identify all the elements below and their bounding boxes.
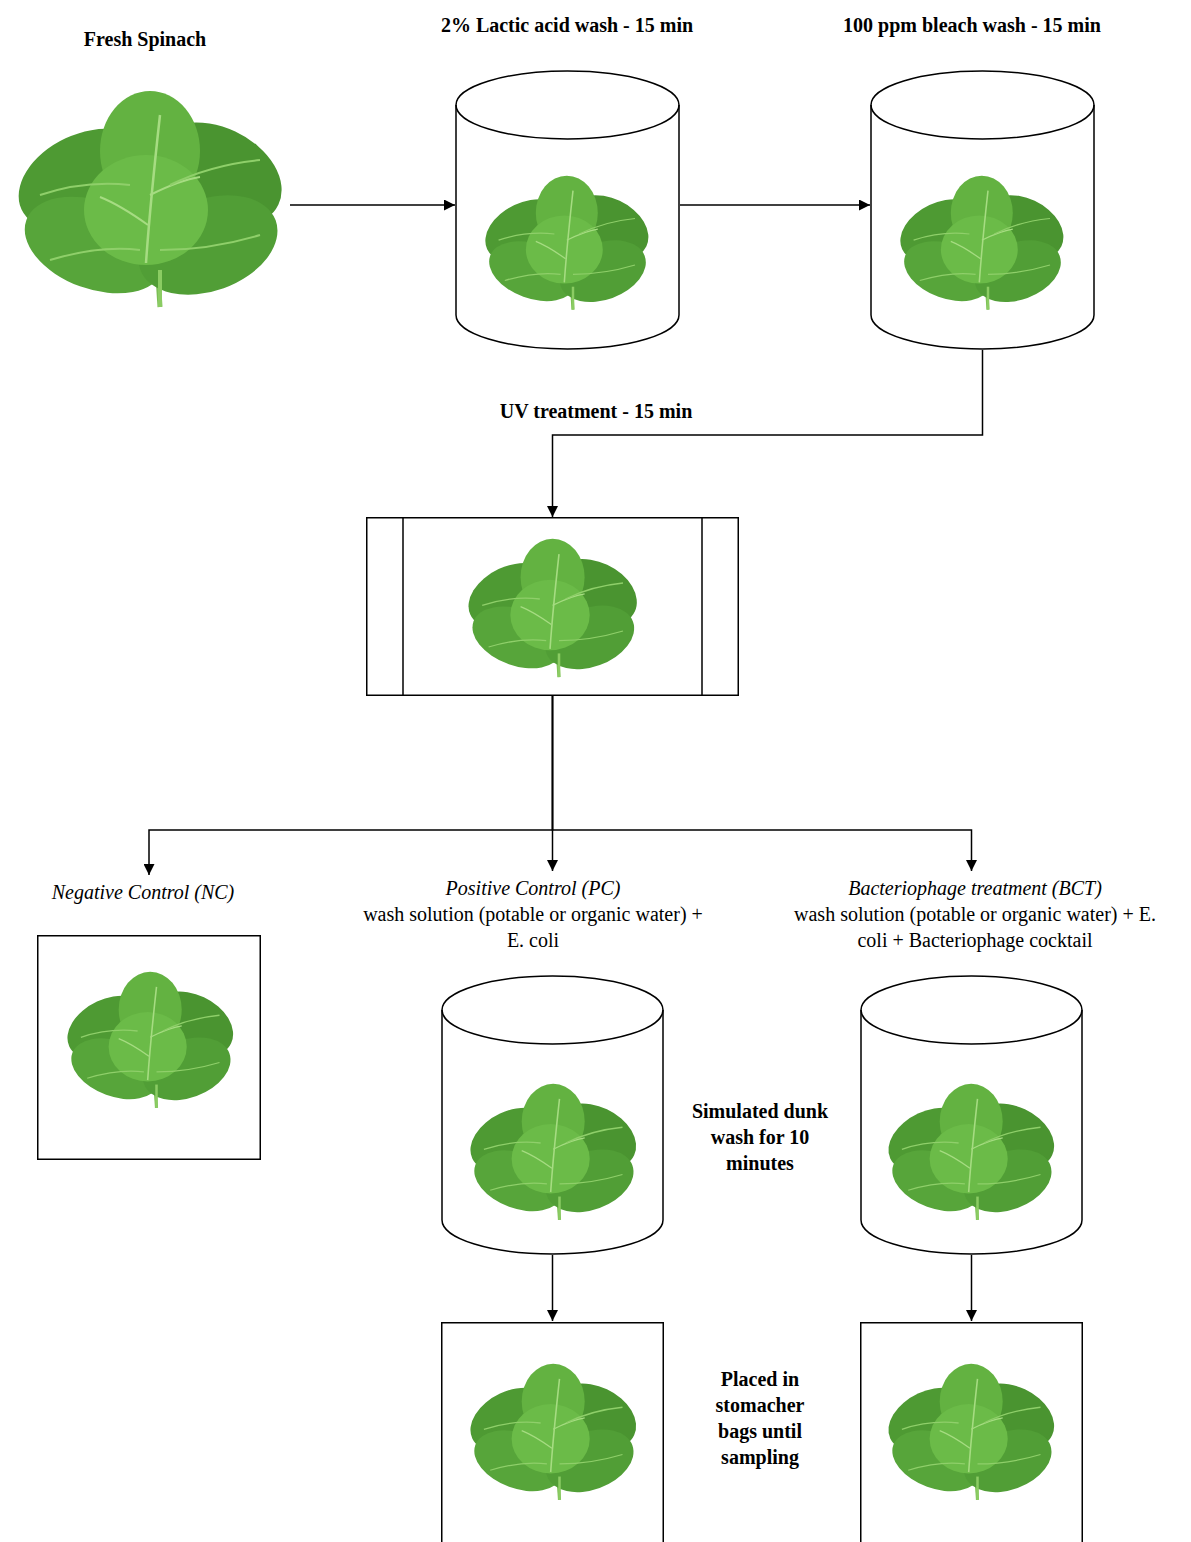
flow-arrow bbox=[971, 1255, 973, 1321]
process-box: Negative Control (NC) bbox=[37, 935, 261, 1160]
spinach-illustration bbox=[460, 1364, 647, 1504]
process-box bbox=[860, 1322, 1083, 1542]
node-title: Bacteriophage treatment (BCT) bbox=[780, 875, 1170, 901]
spinach-illustration bbox=[57, 972, 244, 1112]
spinach-illustration bbox=[878, 1364, 1065, 1504]
step-note: Simulated dunk wash for 10 minutes bbox=[678, 1098, 842, 1176]
node-heading: Negative Control (NC) bbox=[8, 879, 278, 905]
cylinder-outline bbox=[870, 70, 1095, 350]
flow-arrow bbox=[680, 204, 870, 206]
outline-part bbox=[871, 71, 1094, 139]
outline-part bbox=[456, 71, 679, 139]
node-body: wash solution (potable or organic water)… bbox=[361, 901, 706, 953]
outline-part bbox=[38, 936, 261, 1160]
outline-part bbox=[367, 518, 739, 696]
node-title: Negative Control (NC) bbox=[8, 879, 278, 905]
node-heading: Positive Control (PC)wash solution (pota… bbox=[361, 875, 706, 953]
node-heading: 100 ppm bleach wash - 15 min bbox=[807, 12, 1137, 38]
outline-part bbox=[701, 517, 703, 696]
produce-node: Fresh Spinach bbox=[10, 85, 290, 310]
spinach-illustration bbox=[458, 539, 648, 681]
outline-part bbox=[456, 105, 679, 349]
node-title: UV treatment - 15 min bbox=[446, 398, 746, 424]
node-heading: 2% Lactic acid wash - 15 min bbox=[387, 12, 747, 38]
spinach-illustration bbox=[2, 91, 299, 313]
node-heading: Fresh Spinach bbox=[5, 26, 285, 52]
flow-arrow bbox=[553, 696, 972, 871]
wash-tank: Bacteriophage treatment (BCT)wash soluti… bbox=[860, 975, 1083, 1255]
outline-part bbox=[861, 1323, 1083, 1542]
box-outline bbox=[366, 517, 739, 696]
node-title: 2% Lactic acid wash - 15 min bbox=[387, 12, 747, 38]
spinach-illustration bbox=[475, 176, 659, 314]
cylinder-outline bbox=[455, 70, 680, 350]
outline-part bbox=[861, 1010, 1082, 1254]
step-note: Placed in stomacher bags until sampling bbox=[698, 1366, 822, 1470]
outline-part bbox=[871, 105, 1094, 349]
box-outline bbox=[37, 935, 261, 1160]
outline-part bbox=[442, 976, 663, 1044]
outline-part bbox=[861, 976, 1082, 1044]
node-body: wash solution (potable or organic water)… bbox=[780, 901, 1170, 953]
box-outline bbox=[860, 1322, 1083, 1542]
spinach-illustration bbox=[890, 176, 1074, 314]
flow-arrow bbox=[290, 204, 455, 206]
process-box bbox=[441, 1322, 664, 1542]
wash-tank: Positive Control (PC)wash solution (pota… bbox=[441, 975, 664, 1255]
cylinder-outline bbox=[860, 975, 1083, 1255]
wash-tank: 2% Lactic acid wash - 15 min bbox=[455, 70, 680, 350]
node-heading: Bacteriophage treatment (BCT)wash soluti… bbox=[780, 875, 1170, 953]
node-title: Positive Control (PC) bbox=[361, 875, 706, 901]
spinach-illustration bbox=[878, 1084, 1065, 1224]
node-title: 100 ppm bleach wash - 15 min bbox=[807, 12, 1137, 38]
outline-part bbox=[442, 1010, 663, 1254]
outline-part bbox=[442, 1323, 664, 1542]
process-box: UV treatment - 15 min bbox=[366, 517, 739, 696]
outline-part bbox=[402, 517, 404, 696]
wash-tank: 100 ppm bleach wash - 15 min bbox=[870, 70, 1095, 350]
flow-arrow bbox=[553, 350, 983, 517]
cylinder-outline bbox=[441, 975, 664, 1255]
flow-arrow bbox=[149, 696, 553, 875]
node-title: Fresh Spinach bbox=[5, 26, 285, 52]
box-outline bbox=[441, 1322, 664, 1542]
spinach-illustration bbox=[460, 1084, 647, 1224]
flow-arrow bbox=[552, 1255, 554, 1321]
node-heading: UV treatment - 15 min bbox=[446, 398, 746, 424]
